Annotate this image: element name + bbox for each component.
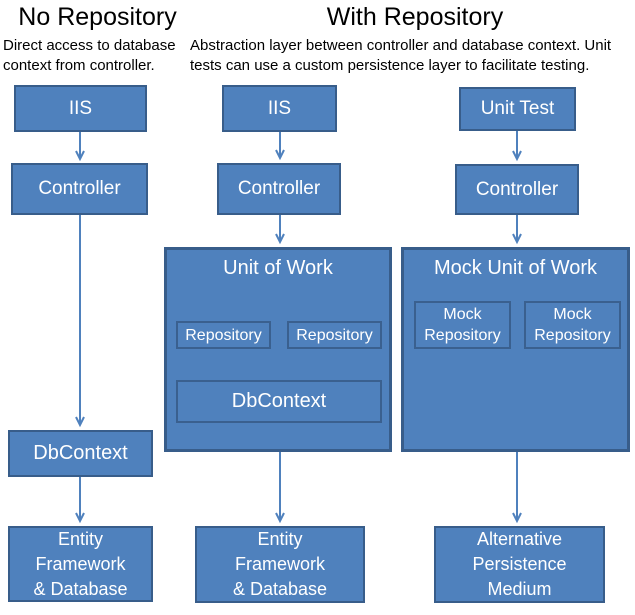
node-repository-1-label: Repository [185, 326, 262, 344]
node-entity-framework-middle-line2: Framework [234, 554, 325, 574]
node-iis-left: IIS [14, 85, 147, 132]
container-mock-unit-of-work: Mock Unit of Work Mock Repository Mock R… [401, 247, 630, 452]
node-mock-repository-2: Mock Repository [524, 301, 621, 349]
node-alternative-persistence-line3: Medium [487, 579, 552, 599]
node-mock-repository-1: Mock Repository [414, 301, 511, 349]
node-iis-left-label: IIS [68, 97, 93, 119]
node-entity-framework-middle-line1: Entity [257, 529, 303, 549]
node-mock-repository-1-line1: Mock [443, 306, 482, 323]
with-repository-title: With Repository [326, 3, 504, 31]
node-dbcontext-middle-label: DbContext [231, 390, 327, 412]
node-repository-1: Repository [176, 321, 271, 349]
node-mock-repository-2-line1: Mock [553, 306, 592, 323]
node-controller-middle: Controller [217, 163, 341, 215]
node-dbcontext-middle: DbContext [176, 380, 382, 423]
mock-unit-of-work-title: Mock Unit of Work [434, 257, 597, 279]
node-entity-framework-middle: Entity Framework & Database [195, 526, 365, 603]
node-dbcontext-left: DbContext [8, 430, 153, 477]
node-alternative-persistence-line1: Alternative [476, 529, 563, 549]
node-entity-framework-left-line1: Entity [57, 528, 104, 549]
no-repository-title: No Repository [18, 3, 177, 31]
node-alternative-persistence: Alternative Persistence Medium [434, 526, 605, 603]
node-mock-repository-2-line2: Repository [534, 327, 611, 344]
with-repository-subtitle: Abstraction layer between controller and… [190, 37, 612, 74]
node-controller-left-label: Controller [38, 178, 121, 199]
node-iis-middle: IIS [222, 85, 337, 132]
node-iis-middle-label: IIS [267, 97, 292, 119]
node-dbcontext-left-label: DbContext [33, 442, 128, 464]
node-alternative-persistence-line2: Persistence [472, 554, 567, 574]
container-unit-of-work: Unit of Work Repository Repository DbCon… [164, 247, 392, 452]
node-controller-right-label: Controller [475, 178, 559, 200]
node-controller-left: Controller [11, 163, 148, 215]
node-entity-framework-middle-line3: & Database [232, 579, 328, 599]
node-mock-repository-1-line2: Repository [424, 327, 501, 344]
node-entity-framework-left-line3: & Database [33, 578, 128, 599]
node-entity-framework-left: Entity Framework & Database [8, 526, 153, 602]
node-unit-test-label: Unit Test [480, 98, 555, 119]
node-unit-test: Unit Test [459, 87, 576, 131]
node-controller-middle-label: Controller [237, 178, 321, 199]
node-repository-2-label: Repository [296, 326, 373, 344]
unit-of-work-title: Unit of Work [223, 257, 333, 279]
no-repository-subtitle: Direct access to database context from c… [3, 37, 176, 74]
node-entity-framework-left-line2: Framework [35, 553, 126, 574]
node-controller-right: Controller [455, 164, 579, 215]
node-repository-2: Repository [287, 321, 382, 349]
